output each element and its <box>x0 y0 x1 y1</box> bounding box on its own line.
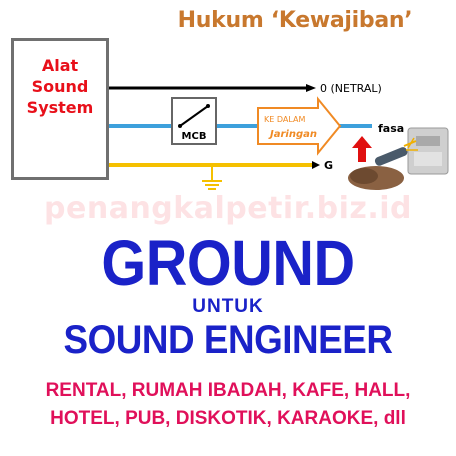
mcb-switch-icon <box>171 97 217 145</box>
headline-untuk: UNTUK <box>192 296 264 317</box>
mcb-label: MCB <box>182 131 207 142</box>
sound-system-box: Alat Sound System <box>11 38 109 180</box>
venue-list-line-1: RENTAL, RUMAH IBADAH, KAFE, HALL, <box>45 380 411 401</box>
sound-system-label: Alat Sound System <box>26 56 94 117</box>
arrow-right-icon <box>257 96 342 156</box>
ground-symbol-icon <box>202 165 222 190</box>
up-arrow-icon <box>352 136 372 162</box>
wiring-diagram: 0 (NETRAL) fasa MCB KE DALAM Jaringan G <box>109 82 449 190</box>
headline-ground: GROUND <box>101 227 355 299</box>
neutral-arrowhead-icon <box>306 84 316 92</box>
neutral-label: 0 (NETRAL) <box>320 82 382 95</box>
arrow-label-line2: Jaringan <box>268 129 317 140</box>
venue-list-line-2: HOTEL, PUB, DISKOTIK, KARAOKE, dll <box>50 408 406 429</box>
page-title: Hukum ‘Kewajiban’ <box>177 8 413 33</box>
watermark-text: penangkalpetir.biz.id <box>44 191 412 226</box>
ground-arrowhead-icon <box>312 161 320 169</box>
arrow-label-line1: KE DALAM <box>264 115 305 124</box>
ground-label: G <box>324 159 333 172</box>
headline-sound-engineer: SOUND ENGINEER <box>63 318 393 362</box>
phase-label: fasa <box>378 122 404 135</box>
voltage-tester-photo-icon <box>348 127 449 190</box>
